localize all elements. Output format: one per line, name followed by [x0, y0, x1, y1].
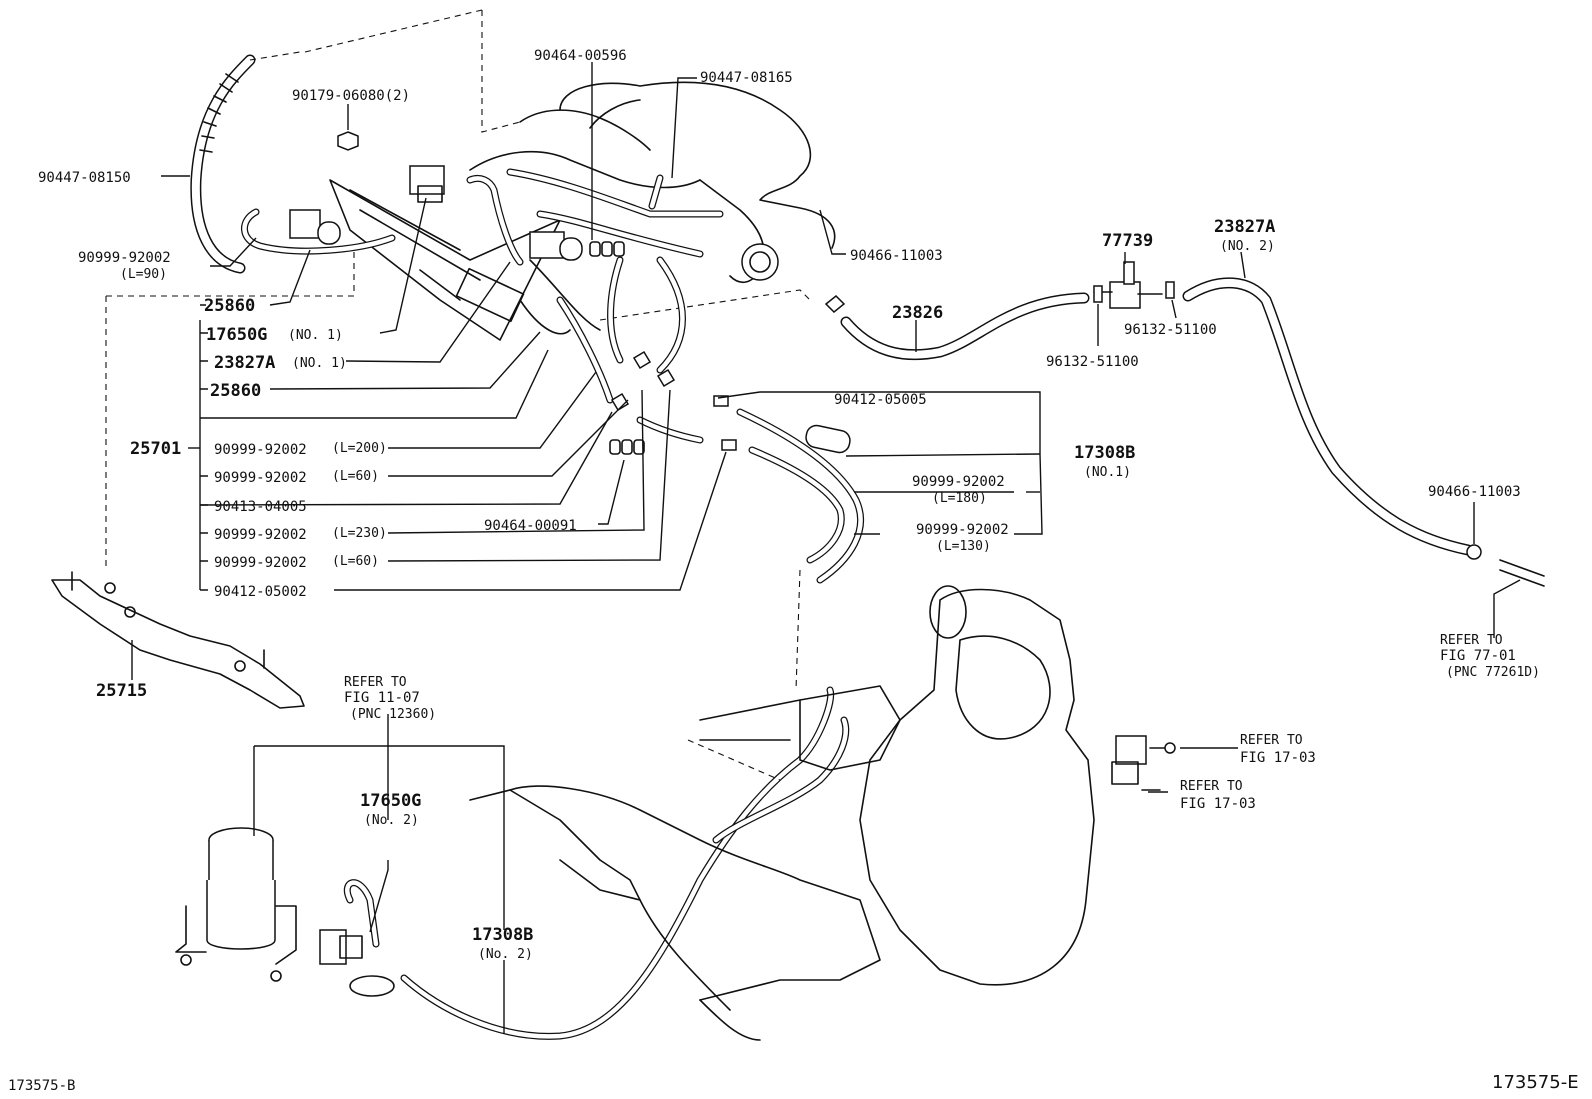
- label-l60b: (L=60): [332, 554, 379, 569]
- label-90999-92002-l90: 90999-92002: [78, 250, 171, 266]
- label-90412-05002: 90412-05002: [214, 584, 307, 600]
- refer-77-line2: FIG 77-01: [1440, 648, 1516, 664]
- label-25860-b: 25860: [210, 381, 261, 401]
- label-no2-c: (No. 2): [478, 947, 533, 962]
- refer-11-line1: REFER TO: [344, 675, 407, 690]
- leader-lines: [131, 62, 1521, 1034]
- label-90999-l180: 90999-92002: [912, 474, 1005, 490]
- label-no2-b: (No. 2): [364, 813, 419, 828]
- figure-code-left: 173575-B: [8, 1078, 75, 1094]
- label-90466-11003-a: 90466-11003: [850, 248, 943, 264]
- label-17308b-no2: 17308B: [472, 925, 533, 945]
- label-90999-l200: 90999-92002: [214, 442, 307, 458]
- refer-11-line3: (PNC 12360): [350, 707, 436, 722]
- label-l130: (L=130): [936, 539, 991, 554]
- label-90179-06080: 90179-06080(2): [292, 88, 410, 104]
- label-l180: (L=180): [932, 491, 987, 506]
- label-90412-05005: 90412-05005: [834, 392, 927, 408]
- label-23827a-no2: 23827A: [1214, 217, 1275, 237]
- label-23827a-no1: 23827A: [214, 353, 275, 373]
- label-25715: 25715: [96, 681, 147, 701]
- label-17650g-no1: 17650G: [206, 325, 267, 345]
- label-90999-l130: 90999-92002: [916, 522, 1009, 538]
- label-l200: (L=200): [332, 441, 387, 456]
- label-25701: 25701: [130, 439, 181, 459]
- refer-11-line2: FIG 11-07: [344, 690, 420, 706]
- label-90999-l60b: 90999-92002: [214, 555, 307, 571]
- figure-code-right: 173575-E: [1492, 1072, 1579, 1093]
- lower-assembly: [175, 585, 1176, 1041]
- bracket-25715: [51, 250, 355, 709]
- label-90464-00091: 90464-00091: [484, 518, 577, 534]
- label-90999-l60a: 90999-92002: [214, 470, 307, 486]
- label-no1-c: (NO.1): [1084, 465, 1131, 480]
- label-90447-08150: 90447-08150: [38, 170, 131, 186]
- label-l90: (L=90): [120, 267, 167, 282]
- refer-77-line3: (PNC 77261D): [1446, 665, 1540, 680]
- upper-hoses: [190, 51, 1545, 691]
- label-17308b-no1: 17308B: [1074, 443, 1135, 463]
- refer-17b-line2: FIG 17-03: [1180, 796, 1256, 812]
- part-labels: 90447-08150 90179-06080(2) 90464-00596 9…: [8, 48, 1579, 1094]
- refer-17a-line2: FIG 17-03: [1240, 750, 1316, 766]
- refer-17b-line1: REFER TO: [1180, 779, 1243, 794]
- label-17650g-no2: 17650G: [360, 791, 421, 811]
- label-90999-l230: 90999-92002: [214, 527, 307, 543]
- label-77739: 77739: [1102, 231, 1153, 251]
- label-90464-00596: 90464-00596: [534, 48, 627, 64]
- label-no2-a: (NO. 2): [1220, 239, 1275, 254]
- label-25860-a: 25860: [204, 296, 255, 316]
- label-l230: (L=230): [332, 526, 387, 541]
- refer-17a-line1: REFER TO: [1240, 733, 1303, 748]
- label-no1-b: (NO. 1): [292, 356, 347, 371]
- label-96132-51100-b: 96132-51100: [1046, 354, 1139, 370]
- label-90466-11003-b: 90466-11003: [1428, 484, 1521, 500]
- label-no1-a: (NO. 1): [288, 328, 343, 343]
- label-23826: 23826: [892, 303, 943, 323]
- label-90413-04005: 90413-04005: [214, 499, 307, 515]
- label-l60a: (L=60): [332, 469, 379, 484]
- label-90447-08165: 90447-08165: [700, 70, 793, 86]
- engine-intake-outline: [304, 9, 836, 341]
- refer-77-line1: REFER TO: [1440, 633, 1503, 648]
- label-96132-51100-a: 96132-51100: [1124, 322, 1217, 338]
